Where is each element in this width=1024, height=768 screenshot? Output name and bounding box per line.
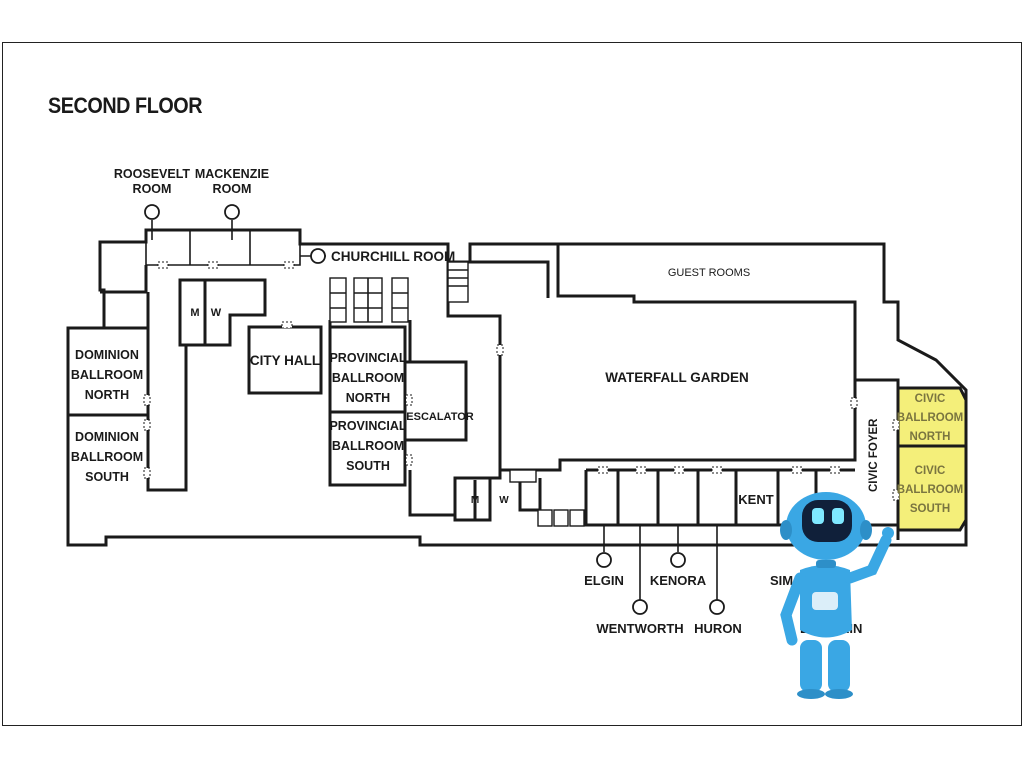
label-kenora: KENORA: [650, 573, 707, 588]
t-dom-s-line-0: DOMINION: [75, 430, 139, 444]
door-markers: [143, 261, 900, 501]
label-dominion-north: DOMINION BALLROOM NORTH: [71, 348, 143, 402]
label-wentworth: WENTWORTH: [596, 621, 683, 636]
label-kent: KENT: [738, 492, 773, 507]
robot-left-arm: [780, 572, 806, 646]
robot-right-leg: [828, 640, 850, 692]
t-civic-n-line-1: BALLROOM: [897, 412, 963, 424]
churchill-pin: [310, 248, 326, 264]
label-guest-rooms: GUEST ROOMS: [668, 267, 750, 279]
label-simcoe-partial: SIM: [770, 573, 793, 588]
roosevelt-pin: [144, 204, 160, 220]
label-provincial-north: PROVINCIAL BALLROOM NORTH: [329, 351, 406, 405]
room-pins: [144, 204, 725, 615]
robot-right-eye: [832, 508, 844, 524]
storage-grid-2: [537, 509, 585, 527]
t-dom-s-line-2: SOUTH: [85, 470, 129, 484]
provincial-ballroom-walls: [328, 320, 468, 487]
t-prov-s-line-0: PROVINCIAL: [329, 419, 406, 433]
label-civic-north: CIVIC BALLROOM NORTH: [897, 393, 963, 443]
t-prov-s-line-2: SOUTH: [346, 459, 390, 473]
label-churchill-room: CHURCHILL ROOM: [331, 249, 455, 264]
robot-mascot: [780, 492, 894, 699]
t-mackenzie-line-0: MACKENZIE: [195, 167, 269, 181]
label-escalator: ESCALATOR: [406, 411, 473, 423]
restroom-block-2: [453, 478, 492, 522]
storage-grid: [329, 277, 409, 323]
label-huron: HURON: [694, 621, 742, 636]
t-dom-n-line-0: DOMINION: [75, 348, 139, 362]
civic-ballroom-walls: [898, 386, 968, 532]
t-civic-s-line-0: CIVIC: [915, 465, 946, 477]
wentworth-pin: [632, 599, 648, 615]
building-outline: [66, 228, 968, 547]
kenora-pin: [670, 552, 686, 568]
inner-walls-left: [68, 265, 267, 492]
label-city-hall: CITY HALL: [250, 353, 320, 368]
t-civic-n-line-2: NORTH: [910, 431, 951, 443]
t-prov-n-line-1: BALLROOM: [332, 371, 404, 385]
huron-pin: [709, 599, 725, 615]
t-civic-s-line-2: SOUTH: [910, 503, 950, 515]
t-dom-n-line-1: BALLROOM: [71, 368, 143, 382]
central-walls: [408, 244, 900, 540]
label-provincial-south: PROVINCIAL BALLROOM SOUTH: [329, 419, 406, 473]
top-rooms-strip: [145, 230, 301, 266]
t-mackenzie-line-1: ROOM: [213, 182, 252, 196]
floor-title: SECOND FLOOR: [48, 93, 203, 118]
mackenzie-pin: [224, 204, 240, 220]
label-men-restroom-2: M: [471, 495, 479, 506]
label-civic-foyer: CIVIC FOYER: [868, 418, 880, 492]
t-civic-s-line-1: BALLROOM: [897, 484, 963, 496]
t-dom-s-line-1: BALLROOM: [71, 450, 143, 464]
t-prov-n-line-2: NORTH: [346, 391, 390, 405]
stair-mark: [509, 469, 537, 483]
t-prov-s-line-1: BALLROOM: [332, 439, 404, 453]
map-frame: [2, 42, 1022, 726]
t-roosevelt-line-0: ROOSEVELT: [114, 167, 191, 181]
robot-left-eye: [812, 508, 824, 524]
label-men-restroom-1: M: [190, 307, 199, 319]
label-waterfall-garden: WATERFALL GARDEN: [605, 370, 749, 385]
label-civic-south: CIVIC BALLROOM SOUTH: [897, 465, 963, 515]
t-dom-n-line-2: NORTH: [85, 388, 129, 402]
label-women-restroom-2: W: [499, 495, 509, 506]
robot-right-arm: [844, 534, 892, 584]
t-prov-n-line-0: PROVINCIAL: [329, 351, 406, 365]
elgin-pin: [596, 552, 612, 568]
t-civic-n-line-0: CIVIC: [915, 393, 946, 405]
t-roosevelt-line-1: ROOM: [133, 182, 172, 196]
robot-visor: [802, 500, 852, 542]
label-women-restroom-1: W: [211, 307, 222, 319]
escalator-stairs: [447, 261, 469, 303]
label-elgin: ELGIN: [584, 573, 624, 588]
robot-left-leg: [800, 640, 822, 692]
label-dominion-south: DOMINION BALLROOM SOUTH: [71, 430, 143, 484]
